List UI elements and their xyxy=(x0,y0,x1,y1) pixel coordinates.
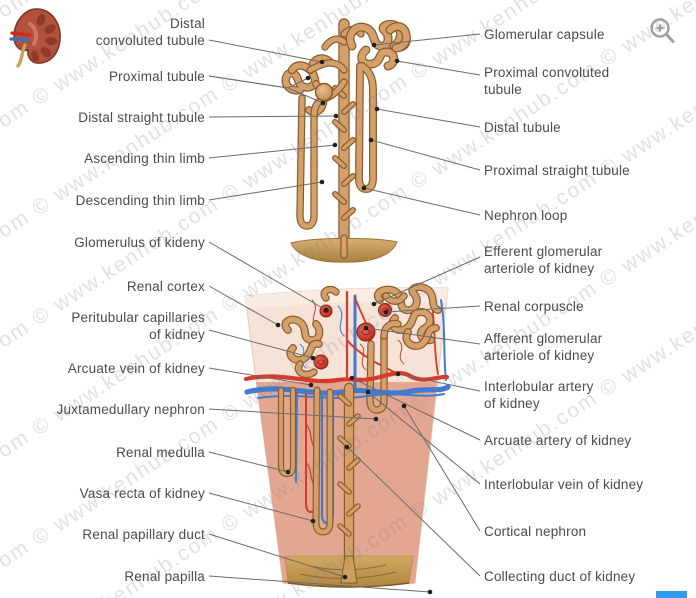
zoom-in-icon[interactable] xyxy=(647,15,677,47)
kidney-thumbnail-icon[interactable] xyxy=(8,6,66,70)
blue-bar-partial xyxy=(656,591,687,598)
